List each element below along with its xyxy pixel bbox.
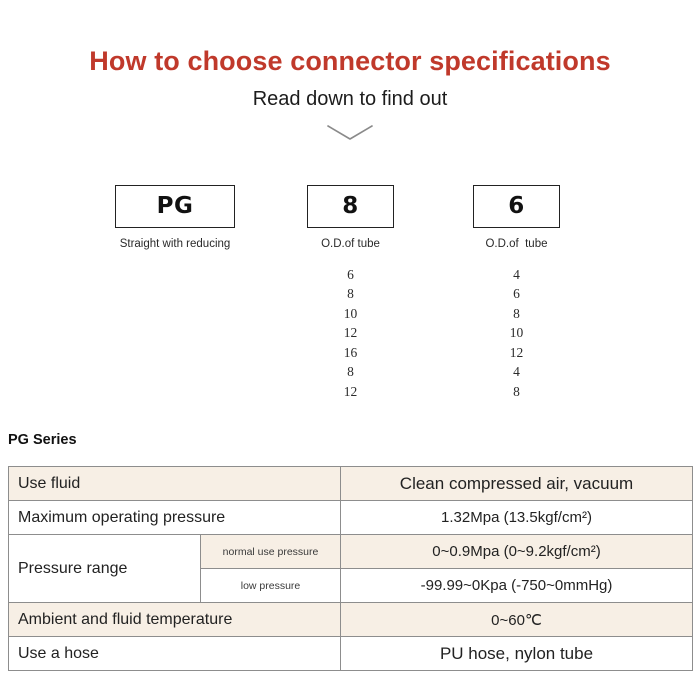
code-box-pg[interactable]: PG	[115, 185, 235, 228]
code-box-size1[interactable]: 8	[307, 185, 394, 228]
option-item[interactable]: 4	[513, 266, 520, 282]
spec-value: 0~60℃	[340, 602, 693, 637]
code-caption-size2: O.D.of tube	[485, 238, 548, 250]
option-item[interactable]: 12	[343, 325, 358, 341]
code-box-size1-value: 8	[342, 193, 359, 219]
spec-sublabel: low pressure	[200, 568, 341, 603]
code-caption-size1: O.D.of tube	[321, 238, 380, 250]
table-row: Use a hose PU hose, nylon tube	[8, 636, 693, 671]
table-row: Maximum operating pressure 1.32Mpa (13.5…	[8, 500, 693, 535]
spec-label: Maximum operating pressure	[8, 500, 341, 535]
table-row: low pressure -99.99~0Kpa (-750~0mmHg)	[9, 568, 693, 603]
selector-column-pg: PG Straight with reducing	[115, 185, 235, 252]
page-title: How to choose connector specifications	[89, 46, 611, 76]
chevron-down-icon	[0, 121, 700, 145]
spec-value: -99.99~0Kpa (-750~0mmHg)	[340, 568, 693, 603]
spec-value: 0~0.9Mpa (0~9.2kgf/cm²)	[340, 534, 693, 569]
spec-sublabel: normal use pressure	[200, 534, 341, 569]
table-row: Pressure range normal use pressure 0~0.9…	[8, 534, 693, 603]
code-box-size2-value: 6	[508, 193, 525, 219]
option-list-size1: 6 8 10 12 16 8 12	[307, 265, 394, 402]
option-item[interactable]: 4	[513, 364, 520, 380]
spec-label: Ambient and fluid temperature	[8, 602, 341, 637]
spec-label: Use fluid	[8, 466, 341, 501]
spec-label-group: Pressure range	[8, 534, 201, 603]
code-caption-pg: Straight with reducing	[119, 238, 231, 250]
option-item[interactable]: 12	[509, 344, 524, 360]
series-heading: PG Series	[8, 432, 77, 448]
code-box-size2[interactable]: 6	[473, 185, 560, 228]
code-box-pg-value: PG	[156, 193, 194, 219]
table-row: Ambient and fluid temperature 0~60℃	[8, 602, 693, 637]
option-item[interactable]: 16	[343, 344, 358, 360]
option-item[interactable]: 6	[513, 286, 520, 302]
option-item[interactable]: 8	[513, 305, 520, 321]
page-header: How to choose connector specifications R…	[0, 0, 700, 145]
option-list-size2: 4 6 8 10 12 4 8	[473, 265, 560, 402]
selector-column-size1: 8 O.D.of tube 6 8 10 12 16 8 12	[307, 185, 394, 401]
option-item[interactable]: 8	[347, 364, 354, 380]
option-item[interactable]: 8	[513, 383, 520, 399]
spec-label: Use a hose	[8, 636, 341, 671]
option-item[interactable]: 8	[347, 286, 354, 302]
selector-column-size2: 6 O.D.of tube 4 6 8 10 12 4 8	[473, 185, 560, 401]
table-row: Use fluid Clean compressed air, vacuum	[8, 466, 693, 501]
option-item[interactable]: 10	[509, 325, 524, 341]
option-item[interactable]: 10	[343, 305, 358, 321]
spec-value: Clean compressed air, vacuum	[340, 466, 693, 501]
spec-value: 1.32Mpa (13.5kgf/cm²)	[340, 500, 693, 535]
option-item[interactable]: 12	[343, 383, 358, 399]
option-item[interactable]: 6	[347, 266, 354, 282]
page-subtitle: Read down to find out	[252, 88, 448, 111]
spec-value: PU hose, nylon tube	[340, 636, 693, 671]
specification-selector: PG Straight with reducing 8 O.D.of tube …	[115, 185, 560, 401]
specification-table: Use fluid Clean compressed air, vacuum M…	[8, 466, 693, 671]
